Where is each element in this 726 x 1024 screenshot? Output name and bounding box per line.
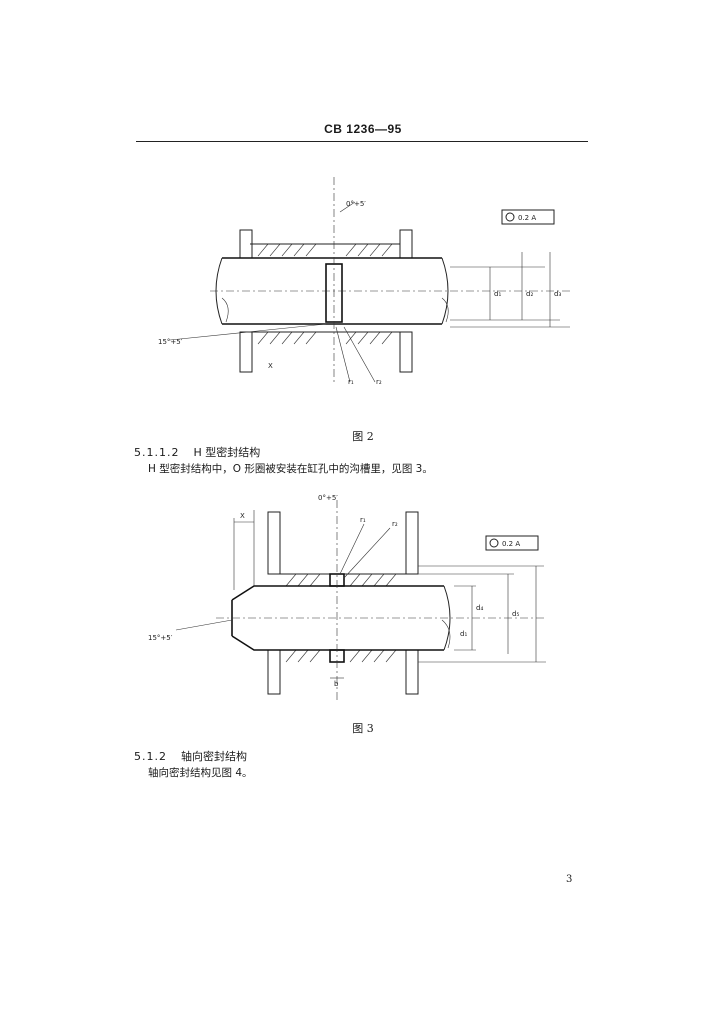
page-number: 3 <box>566 874 573 885</box>
fig2-left-wall-bottom <box>239 331 253 373</box>
fig3-angle-left: 15°+5′ <box>148 634 173 642</box>
fig2-angle-top: 0°+5′ <box>346 200 366 208</box>
fig3-x-label: X <box>240 512 245 520</box>
figure-2-drawing: 0.2 A 0°+5′ 15°+5′ X r₁ r₂ d₁ d₂ d₃ <box>150 172 580 402</box>
section-512-number: 5.1.2 <box>134 750 167 763</box>
fig3-left-wall-top <box>267 511 281 575</box>
fig3-roughness-frame <box>485 535 539 551</box>
section-512-heading: 5.1.2 轴向密封结构 <box>134 748 247 764</box>
section-5112-title: H 型密封结构 <box>193 446 261 459</box>
fig3-angle-top: 0°+5′ <box>318 494 338 502</box>
fig3-left-wall-bottom <box>267 649 281 695</box>
fig2-hatch-bottom <box>257 331 393 345</box>
fig2-right-wall-bottom <box>399 331 413 373</box>
fig2-r1-label: r₁ <box>348 378 354 386</box>
header-rule <box>136 141 588 142</box>
figure-2-caption: 图 2 <box>352 430 374 443</box>
fig2-d1-label: d₁ <box>494 290 501 298</box>
fig2-d3-label: d₃ <box>554 290 561 298</box>
figure-3-caption: 图 3 <box>352 722 374 735</box>
fig3-b-label: b <box>334 680 339 688</box>
section-5112-number: 5.1.1.2 <box>134 446 180 459</box>
fig3-r1-label: r₁ <box>360 516 366 524</box>
fig3-d5-label: d₅ <box>512 610 519 618</box>
section-5112-heading: 5.1.1.2 H 型密封结构 <box>134 444 260 460</box>
fig2-shaft-outline <box>222 257 442 325</box>
fig2-hatch-top <box>257 243 393 257</box>
fig2-angle-left: 15°+5′ <box>158 338 183 346</box>
fig3-roughness-label: 0.2 A <box>502 540 520 548</box>
fig2-d2-label: d₂ <box>526 290 533 298</box>
fig3-d4-label: d₄ <box>476 604 483 612</box>
fig3-right-wall-top <box>405 511 419 575</box>
fig2-roughness-label: 0.2 A <box>518 214 536 222</box>
section-5112-body: H 型密封结构中，O 形圈被安装在缸孔中的沟槽里，见图 3。 <box>148 463 433 475</box>
fig2-r2-label: r₂ <box>376 378 382 386</box>
fig2-x-label: X <box>268 362 273 370</box>
fig3-d1-label: d₁ <box>460 630 467 638</box>
fig2-right-wall-top <box>399 229 413 259</box>
figure-3-drawing: 0.2 A 0°+5′ 15°+5′ X r₁ r₂ d₁ d₄ d₅ b <box>136 490 556 710</box>
fig3-right-wall-bottom <box>405 649 419 695</box>
section-512-body: 轴向密封结构见图 4。 <box>148 767 253 779</box>
standard-number: CB 1236—95 <box>324 122 402 136</box>
fig2-roughness-frame <box>501 209 555 225</box>
fig3-r2-label: r₂ <box>392 520 398 528</box>
fig3-hatch <box>285 573 397 663</box>
section-512-title: 轴向密封结构 <box>181 750 247 763</box>
